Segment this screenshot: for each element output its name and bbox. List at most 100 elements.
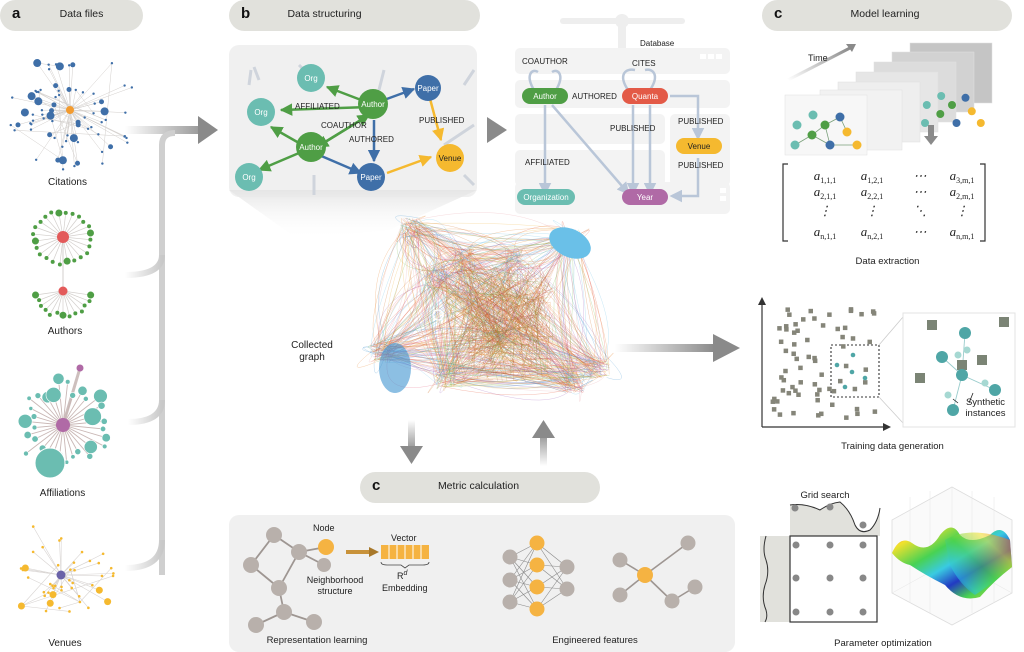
- data-point: [827, 386, 832, 392]
- affiliation-node: [26, 395, 32, 401]
- feature-node: [612, 552, 628, 568]
- matrix-cell: an,1,1: [814, 224, 837, 241]
- affiliation-node: [83, 407, 102, 426]
- data-point: [827, 312, 832, 317]
- data-point: [778, 339, 784, 345]
- citations-caption: Citations: [48, 177, 87, 188]
- affiliation-node: [74, 448, 82, 455]
- panel-c-model-letter: c: [774, 5, 783, 22]
- collected-graph-label: Collected graph: [291, 340, 333, 363]
- author-node: [38, 219, 43, 224]
- svg-text:Author: Author: [361, 100, 385, 109]
- data-point: [772, 396, 777, 402]
- citation-node: [47, 132, 53, 138]
- affiliation-node: [23, 450, 29, 457]
- author-node: [87, 244, 92, 249]
- data-point: [794, 356, 799, 362]
- data-point: [820, 323, 826, 328]
- venue-node: [53, 584, 57, 588]
- citation-node: [30, 123, 33, 126]
- data-point: [830, 402, 835, 408]
- panel-c-metric-title: Metric calculation: [437, 480, 520, 492]
- minority-sample: [959, 327, 971, 339]
- citations-network: [9, 59, 134, 171]
- graph-node: [276, 604, 292, 620]
- citation-node: [101, 162, 104, 165]
- venue-node: [78, 600, 82, 604]
- author-node: [38, 303, 43, 308]
- matrix-cell: a2,1,1: [814, 184, 837, 201]
- database-diagram: Database Author Quanta Venue Organizatio…: [515, 14, 730, 214]
- data-point: [781, 377, 787, 383]
- matrix-cell: ⋮: [956, 203, 969, 218]
- author-node: [47, 312, 52, 317]
- highlight-circle: [432, 309, 444, 321]
- majority-sample: [915, 373, 925, 383]
- citation-node: [40, 109, 44, 112]
- affiliation-node: [34, 447, 66, 479]
- author-node: Author: [358, 89, 388, 119]
- citation-node: [93, 102, 96, 105]
- matrix-cell: a1,1,1: [814, 168, 837, 185]
- paper-node: Paper: [415, 75, 441, 101]
- data-point: [790, 384, 795, 390]
- data-point: [835, 326, 840, 332]
- venue-node: [71, 581, 74, 585]
- output-neuron: [559, 559, 575, 575]
- citation-node: [39, 88, 42, 92]
- venue-node: [42, 590, 46, 594]
- majority-sample: [927, 320, 937, 330]
- citation-node: [51, 119, 54, 123]
- data-point: [792, 342, 797, 347]
- time-graph-node: [948, 101, 956, 109]
- venue-node: [48, 582, 52, 586]
- panel-b-title: Data structuring: [287, 8, 362, 20]
- neural-network-diagram: [502, 535, 703, 617]
- arrow-shaft: [125, 126, 200, 134]
- data-point: [777, 412, 783, 417]
- venue-node: [77, 595, 81, 598]
- citation-node: [74, 88, 77, 92]
- venues-connector: [124, 539, 165, 571]
- citation-node: [42, 117, 45, 120]
- synthetic-sample: [954, 351, 962, 359]
- time-arrow: [787, 46, 851, 82]
- citation-node: [108, 144, 114, 150]
- citation-node: [92, 112, 95, 115]
- author-node: [81, 219, 86, 224]
- data-point: [812, 382, 818, 387]
- hidden-neuron: [529, 579, 545, 595]
- citation-node: [100, 107, 109, 116]
- affiliation-node: [23, 430, 32, 439]
- rd-label: Rd: [397, 570, 409, 581]
- schema-funnel: [229, 190, 477, 240]
- author-node: [87, 224, 92, 229]
- graph-node: [243, 557, 259, 573]
- authors-connector: [124, 254, 165, 278]
- citation-node: [9, 123, 12, 127]
- citation-node: [51, 102, 57, 108]
- time-graph-node: [967, 107, 976, 116]
- venue-node: [44, 609, 48, 613]
- citation-node: [86, 127, 90, 130]
- data-point: [863, 367, 869, 372]
- author-node: [78, 255, 83, 260]
- data-point: [783, 348, 789, 354]
- venue-node: [58, 606, 61, 610]
- citation-node: [13, 129, 16, 132]
- venue-node: [91, 583, 94, 587]
- graph-node: [306, 614, 322, 630]
- svg-text:Org: Org: [304, 74, 317, 83]
- output-neuron: [559, 581, 575, 597]
- up-arrow-shaft: [540, 436, 547, 466]
- majority-sample: [957, 360, 967, 370]
- data-point: [787, 312, 792, 317]
- venue-node: [100, 574, 104, 578]
- graph-node: [317, 558, 331, 572]
- data-point: [798, 365, 803, 371]
- author-node: [86, 229, 94, 237]
- matrix-cell: ⋯: [914, 184, 927, 199]
- matrix-cell: a2,m,1: [950, 184, 975, 201]
- minority-sample: [936, 351, 948, 363]
- author-node: [88, 237, 93, 242]
